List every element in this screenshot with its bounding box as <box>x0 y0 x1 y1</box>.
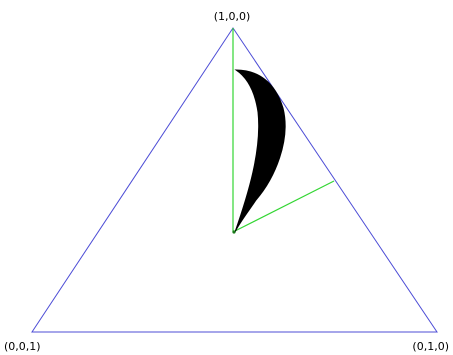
vertex-label-left: (0,0,1) <box>4 340 41 353</box>
crescent-region <box>234 69 286 233</box>
vertex-label-right: (0,1,0) <box>412 340 449 353</box>
perpendicular-guide-line <box>232 180 335 233</box>
simplex-triangle <box>31 27 438 333</box>
vertex-label-top: (1,0,0) <box>214 10 251 23</box>
centroid-point <box>232 230 236 234</box>
